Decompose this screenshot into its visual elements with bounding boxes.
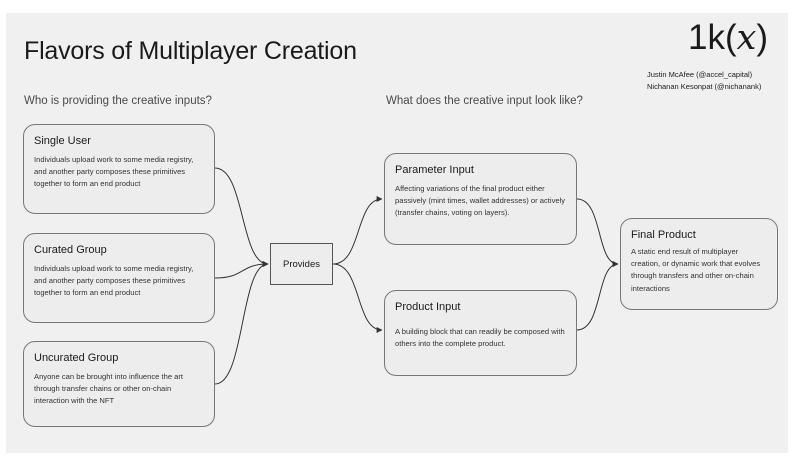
- node-label: Provides: [283, 258, 320, 270]
- node-title: Final Product: [631, 229, 696, 241]
- edge-single-user-to-provides: [214, 167, 269, 267]
- logo-main: 1k: [688, 18, 725, 57]
- node-description: Individuals upload work to some media re…: [34, 155, 194, 189]
- question-inputs-source: Who is providing the creative inputs?: [24, 95, 212, 107]
- node-title: Parameter Input: [395, 164, 474, 176]
- logo-paren-close: ): [756, 18, 769, 57]
- node-title: Curated Group: [34, 244, 107, 256]
- edge-curated-group-to-provides: [214, 261, 269, 279]
- author-line-2: Nichanan Kesonpat (@nichanank): [647, 82, 762, 91]
- node-title: Single User: [34, 135, 91, 147]
- brand-logo: 1k(x): [688, 18, 768, 58]
- node-description: A static end result of multiplayer creat…: [631, 247, 761, 293]
- edge-parameter-input-to-final-product: [576, 198, 619, 267]
- author-line-1: Justin McAfee (@accel_capital): [647, 70, 753, 79]
- edge-uncurated-group-to-provides: [214, 261, 269, 385]
- node-title: Product Input: [395, 301, 461, 313]
- node-title: Uncurated Group: [34, 352, 119, 364]
- node-description: A building block that can readily be com…: [395, 327, 565, 349]
- edge-provides-to-parameter-input: [332, 196, 383, 265]
- node-uncurated-group: Uncurated Group Anyone can be brought in…: [23, 341, 215, 427]
- node-description: Individuals upload work to some media re…: [34, 264, 194, 298]
- author-credits: Justin McAfee (@accel_capital) Nichanan …: [647, 69, 761, 93]
- node-product-input: Product Input A building block that can …: [384, 290, 577, 376]
- node-single-user: Single User Individuals upload work to s…: [23, 124, 215, 214]
- logo-variable: x: [736, 18, 757, 58]
- question-inputs-form: What does the creative input look like?: [386, 95, 583, 107]
- node-provides: Provides: [270, 243, 333, 285]
- node-description: Anyone can be brought into influence the…: [34, 372, 184, 406]
- page-title: Flavors of Multiplayer Creation: [24, 37, 357, 65]
- edge-provides-to-product-input: [332, 263, 383, 333]
- node-curated-group: Curated Group Individuals upload work to…: [23, 233, 215, 323]
- node-final-product: Final Product A static end result of mul…: [620, 218, 778, 310]
- edge-product-input-to-final-product: [576, 261, 619, 331]
- node-description: Affecting variations of the final produc…: [395, 184, 566, 218]
- node-parameter-input: Parameter Input Affecting variations of …: [384, 153, 577, 245]
- logo-paren-open: (: [724, 18, 737, 57]
